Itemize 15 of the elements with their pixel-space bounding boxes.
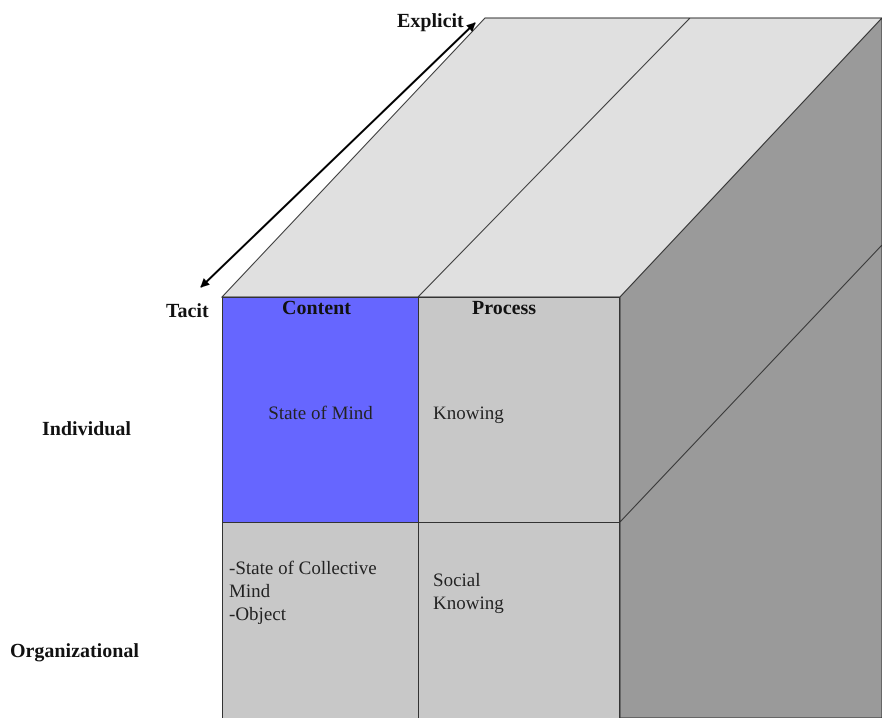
axis-label: Explicit bbox=[397, 10, 464, 33]
cell-text: Knowing bbox=[433, 402, 505, 425]
row-header: Organizational bbox=[10, 640, 139, 663]
column-header: Content bbox=[282, 297, 351, 320]
cell-text: -Object bbox=[229, 603, 287, 626]
grid-cell bbox=[418, 522, 620, 718]
axis-label: Tacit bbox=[166, 300, 209, 323]
grid-cell bbox=[418, 297, 620, 523]
cell-text: State of Mind bbox=[267, 402, 374, 425]
cell-text: Social Knowing bbox=[433, 569, 505, 615]
cell-text: -State of Collective Mind bbox=[229, 557, 378, 603]
grid-cell bbox=[222, 522, 419, 718]
row-header: Individual bbox=[42, 418, 131, 441]
column-header: Process bbox=[472, 297, 536, 320]
grid-cell bbox=[222, 297, 419, 523]
